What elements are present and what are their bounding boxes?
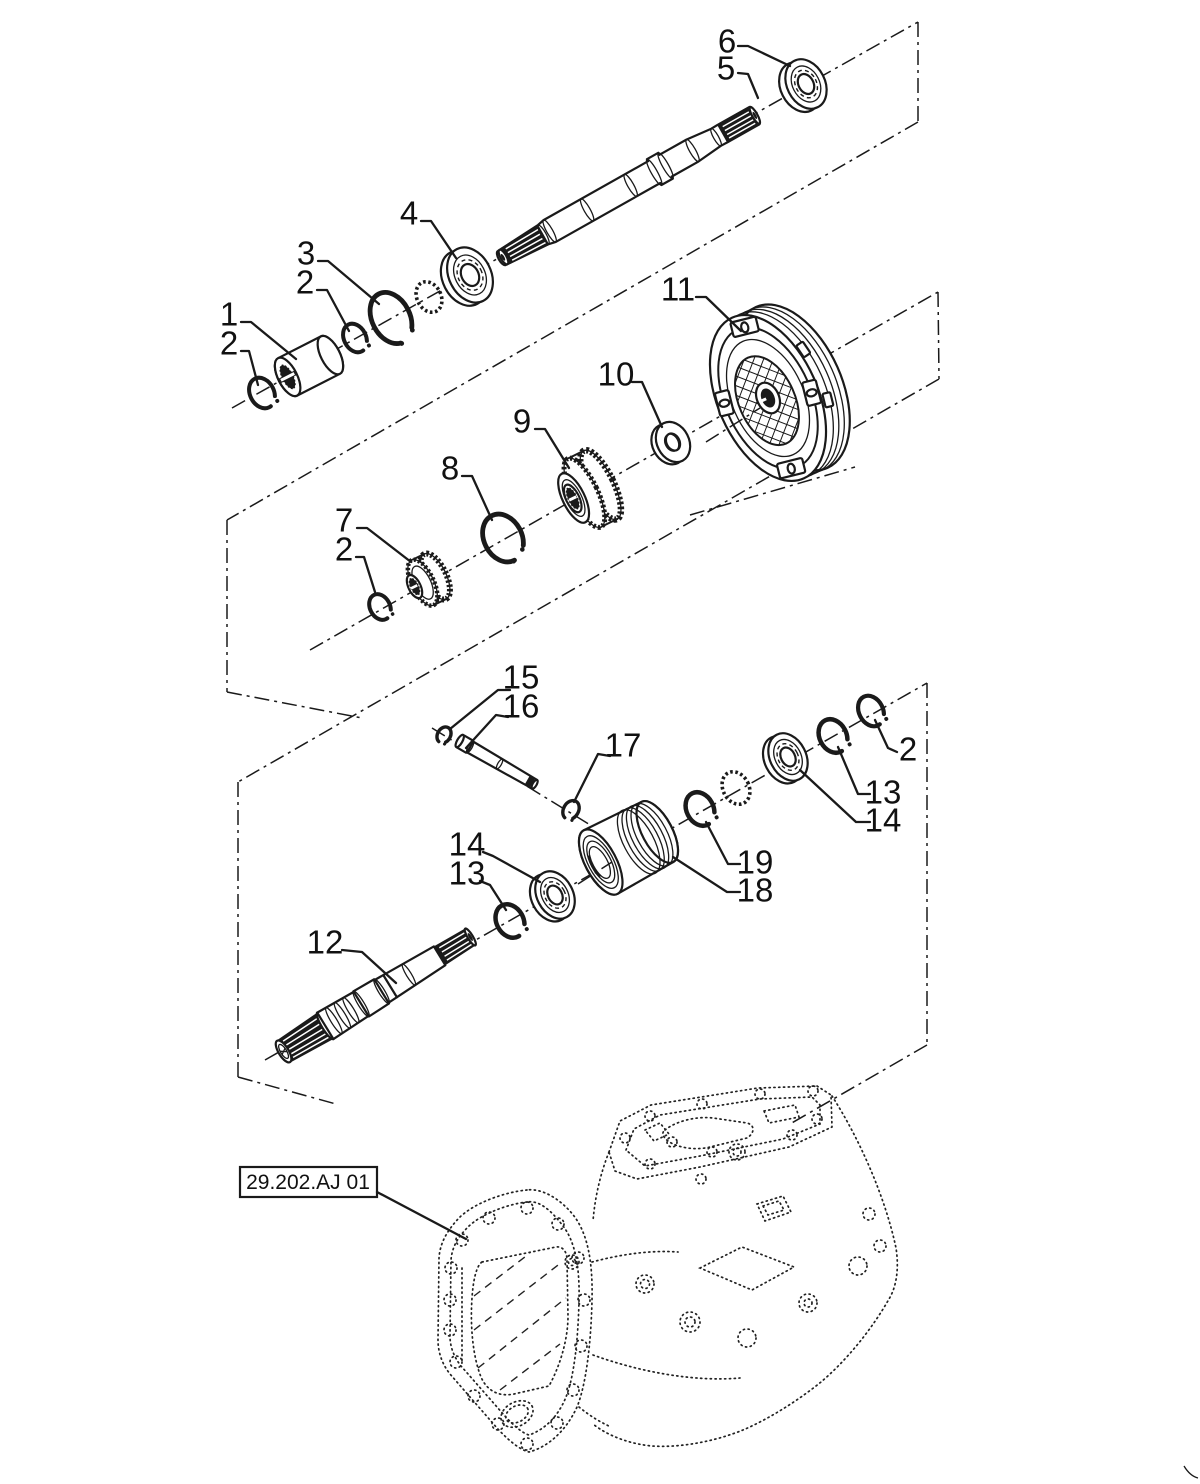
callout-13[interactable]: 13 — [865, 774, 902, 811]
callout-leader-12 — [340, 948, 398, 985]
callout-leader-11 — [694, 295, 743, 333]
callout-leader-19 — [704, 820, 742, 866]
callout-7[interactable]: 7 — [335, 502, 353, 539]
part-2-snap-ring-drawing — [855, 693, 889, 729]
callout-leader-15 — [448, 688, 512, 731]
callout-13[interactable]: 13 — [449, 855, 486, 892]
reference-box[interactable]: 29.202.AJ 01 — [238, 1165, 379, 1199]
callout-leader-10 — [630, 380, 664, 429]
callout-18[interactable]: 18 — [737, 872, 774, 909]
part-15-snap-ring-drawing — [435, 725, 453, 746]
reference-leader — [375, 1190, 468, 1241]
part-13-snap-ring-drawing — [493, 902, 529, 940]
part-10-thrust-washer-drawing — [650, 420, 692, 466]
callout-leader-2 — [239, 349, 260, 387]
callout-19[interactable]: 19 — [737, 844, 774, 881]
housing-bosses — [635, 1207, 887, 1348]
callout-9[interactable]: 9 — [513, 403, 531, 440]
callout-4[interactable]: 4 — [400, 195, 418, 232]
part-5-input-shaft-drawing — [495, 105, 762, 267]
centerline-overlays — [577, 407, 761, 885]
callout-12[interactable]: 12 — [307, 924, 344, 961]
reference-leader-layer — [375, 1190, 468, 1241]
callout-leader-14 — [798, 768, 872, 824]
part-12-output-shaft-drawing — [274, 927, 477, 1064]
callout-15[interactable]: 15 — [503, 659, 540, 696]
callout-17[interactable]: 17 — [605, 727, 642, 764]
part-18-coupler-sleeve-drawing — [577, 800, 680, 896]
callout-leader-8 — [460, 474, 494, 522]
callout-leader-18 — [671, 855, 742, 894]
part-8-snap-ring-drawing — [480, 511, 526, 565]
callout-leader-6 — [736, 44, 792, 68]
callout-leader-14 — [481, 850, 542, 884]
reference-label[interactable]: 29.202.AJ 01 — [246, 1171, 370, 1194]
wave-washer-drawing — [720, 769, 752, 807]
part-4-bearing-drawing — [439, 246, 494, 307]
callout-leader-2 — [315, 288, 351, 333]
callout-1[interactable]: 1 — [220, 296, 238, 333]
part-2-snap-ring-drawing — [341, 321, 371, 355]
callout-leader-1 — [239, 320, 298, 361]
callout-14[interactable]: 14 — [865, 802, 902, 839]
callout-2[interactable]: 2 — [899, 731, 917, 768]
transmission-housing-drawing — [437, 1085, 899, 1453]
callout-3[interactable]: 3 — [297, 235, 315, 272]
part-14-bearing-drawing — [761, 732, 809, 785]
part-14-bearing-drawing — [528, 870, 576, 923]
callout-leader-4 — [419, 219, 458, 260]
callout-leader-17 — [572, 752, 612, 804]
callout-2[interactable]: 2 — [335, 531, 353, 568]
part-11-clutch-drum-drawing — [708, 303, 851, 483]
callout-14[interactable]: 14 — [449, 826, 486, 863]
page-corner-mark — [1183, 1465, 1199, 1479]
part-2-snap-ring-drawing — [367, 592, 395, 622]
part-2-snap-ring-drawing — [247, 375, 280, 411]
callout-6[interactable]: 6 — [718, 23, 736, 60]
callout-leader-7 — [355, 526, 413, 564]
callout-leader-3 — [316, 259, 381, 306]
callout-leader-13 — [478, 879, 508, 912]
part-9-gear-drawing — [557, 446, 625, 530]
part-19-snap-ring-drawing — [683, 789, 719, 829]
callout-2[interactable]: 2 — [296, 264, 314, 301]
part-7-gear-drawing — [405, 550, 453, 608]
callout-leader-9 — [533, 427, 571, 470]
part-1-bushing-drawing — [273, 334, 345, 398]
callout-2[interactable]: 2 — [220, 325, 238, 362]
part-16-pin-drawing — [454, 733, 539, 790]
part-17-snap-ring-drawing — [561, 798, 581, 822]
callout-leader-13 — [836, 745, 872, 796]
callout-leader-2 — [354, 555, 377, 594]
callout-leader-2 — [873, 718, 899, 754]
top-flange-bolt-holes — [619, 1085, 823, 1170]
part-3-snap-ring-drawing — [367, 290, 415, 346]
callout-leader-16 — [464, 713, 510, 750]
wave-washer-drawing — [414, 279, 444, 315]
callout-11[interactable]: 11 — [661, 271, 695, 308]
callout-16[interactable]: 16 — [503, 688, 540, 725]
callout-5[interactable]: 5 — [717, 50, 735, 87]
callout-10[interactable]: 10 — [598, 356, 635, 393]
part-6-bearing-drawing — [778, 58, 828, 113]
callout-8[interactable]: 8 — [441, 450, 459, 487]
callout-leader-5 — [736, 71, 760, 100]
